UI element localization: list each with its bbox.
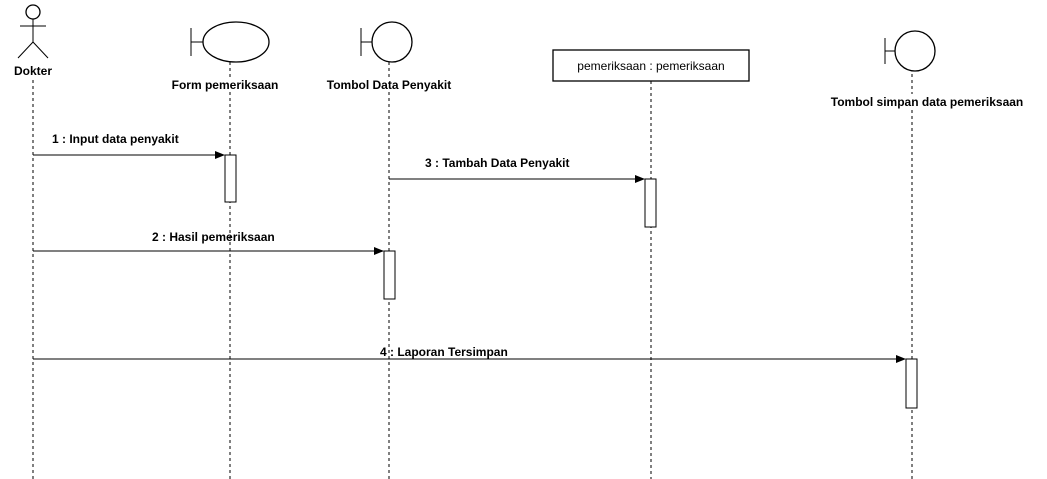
activation-bar — [224, 154, 237, 203]
boundary-icon — [190, 21, 270, 63]
message-label: 2 : Hasil pemeriksaan — [152, 230, 275, 244]
actor-icon — [17, 4, 49, 59]
activation-bar — [383, 250, 396, 300]
message-label: 3 : Tambah Data Penyakit — [425, 156, 570, 170]
arrowhead-icon — [215, 151, 225, 159]
activation-bar — [905, 358, 918, 409]
participant-label-dokter: Dokter — [14, 64, 52, 78]
participant-label-tombol-data: Tombol Data Penyakit — [327, 78, 451, 92]
activation-bar — [644, 178, 657, 228]
arrowhead-icon — [374, 247, 384, 255]
boundary-icon — [360, 21, 413, 63]
message-label: 4 : Laporan Tersimpan — [380, 345, 508, 359]
participant-label-pemeriksaan: pemeriksaan : pemeriksaan — [577, 59, 724, 73]
arrowhead-icon — [635, 175, 645, 183]
participant-label-tombol-simpan: Tombol simpan data pemeriksaan — [831, 95, 1024, 109]
participant-label-form: Form pemeriksaan — [172, 78, 279, 92]
arrowhead-icon — [896, 355, 906, 363]
message-label: 1 : Input data penyakit — [52, 132, 179, 146]
participant-box-pemeriksaan — [552, 49, 750, 82]
boundary-icon — [884, 30, 936, 72]
